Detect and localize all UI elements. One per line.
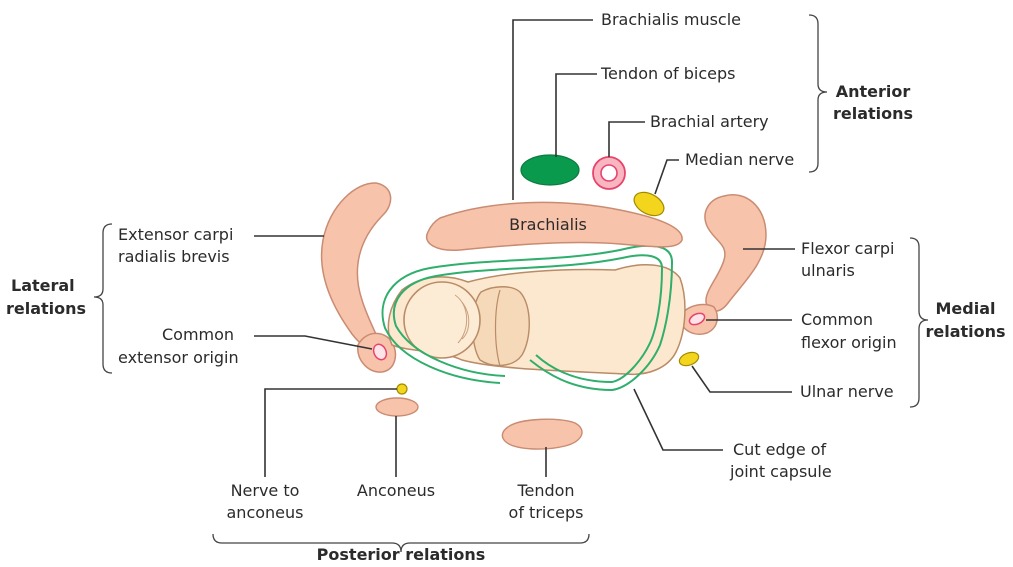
nerve-to-anconeus-label-line1: Nerve to <box>205 480 325 502</box>
common-flexor-label-line2: flexor origin <box>801 332 897 354</box>
anterior-relations-heading-line1: Anterior <box>818 81 928 103</box>
common-flexor-label-line1: Common <box>801 309 873 331</box>
tendon-of-biceps-shape <box>521 155 579 185</box>
medial-relations-heading-line2: relations <box>918 321 1013 343</box>
common-extensor-label-line1: Common <box>162 324 234 346</box>
brachial-artery-leader <box>609 122 645 157</box>
lateral-relations-heading-line1: Lateral <box>11 275 75 297</box>
trochlea-shading <box>473 287 530 366</box>
median-nerve-leader <box>655 160 679 194</box>
medial-relations-heading-line1: Medial <box>918 298 1013 320</box>
fcu-label-line1: Flexor carpi <box>801 238 894 260</box>
nerve-to-anconeus-shape <box>397 384 407 394</box>
brachialis-muscle-label: Brachialis muscle <box>601 9 741 31</box>
tendon-of-biceps-label: Tendon of biceps <box>601 63 735 85</box>
cut-edge-label-line2: joint capsule <box>730 461 832 483</box>
lateral-relations-heading-line2: relations <box>6 298 86 320</box>
tendon-of-triceps-shape <box>502 419 582 449</box>
tendon-of-triceps-label-line2: of triceps <box>486 502 606 524</box>
brachialis-label: Brachialis <box>498 214 598 236</box>
cut-edge-leader <box>634 389 723 450</box>
ulnar-nerve-label: Ulnar nerve <box>800 381 894 403</box>
tendon-of-triceps-label-line1: Tendon <box>486 480 606 502</box>
common-extensor-label-line2: extensor origin <box>118 347 239 369</box>
ulnar-nerve-leader <box>692 366 792 392</box>
anconeus-shape <box>376 398 418 416</box>
nerve-to-anconeus-leader <box>265 389 397 477</box>
posterior-relations-heading: Posterior relations <box>276 544 526 566</box>
anterior-relations-heading-line2: relations <box>818 103 928 125</box>
nerve-to-anconeus-label-line2: anconeus <box>205 502 325 524</box>
extensor-carpi-radialis-brevis-muscle <box>322 183 391 350</box>
brachial-artery-label: Brachial artery <box>650 111 769 133</box>
ecrb-label-line1: Extensor carpi <box>118 224 233 246</box>
ulnar-nerve-shape <box>678 350 701 368</box>
tendon-of-biceps-leader <box>556 74 597 157</box>
cut-edge-label-line1: Cut edge of <box>733 439 826 461</box>
fcu-label-line2: ulnaris <box>801 260 855 282</box>
lateral-bracket <box>94 224 112 373</box>
median-nerve-label: Median nerve <box>685 149 794 171</box>
anconeus-label: Anconeus <box>336 480 456 502</box>
brachial-artery-lumen <box>601 165 617 181</box>
flexor-carpi-ulnaris-muscle <box>705 195 766 311</box>
ecrb-label-line2: radialis brevis <box>118 246 230 268</box>
